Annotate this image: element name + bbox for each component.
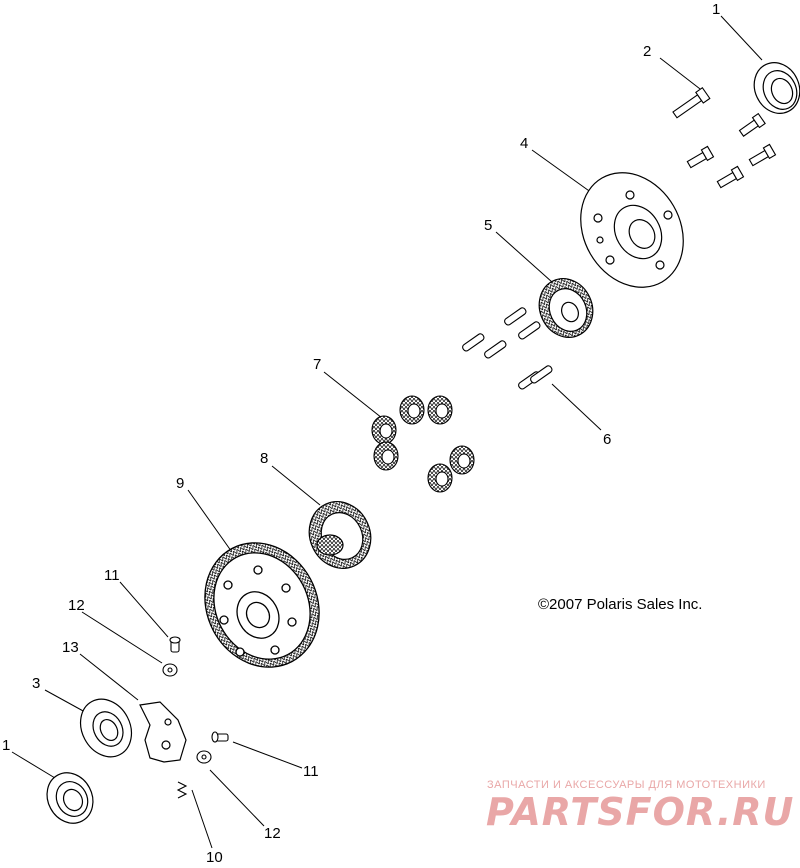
seal-1-bottom [46, 772, 94, 824]
gear-5 [538, 278, 594, 338]
seal-1-top [753, 62, 800, 114]
callout-11-right: 11 [303, 763, 319, 780]
washer-12-left [162, 663, 178, 677]
callout-11-left: 11 [104, 567, 120, 584]
callout-1-bottom: 1 [2, 737, 11, 754]
leader-lines [11, 15, 763, 849]
callout-12-left: 12 [68, 597, 85, 614]
callout-2: 2 [643, 43, 652, 60]
pins-5 [462, 307, 541, 359]
washer-12-bottom [196, 750, 212, 764]
callout-8: 8 [260, 450, 269, 467]
callout-9: 9 [176, 475, 185, 492]
pins-6 [518, 365, 553, 390]
callout-13: 13 [62, 639, 79, 656]
callout-10: 10 [206, 849, 223, 866]
screw-11-right [211, 731, 229, 743]
pinion-gears-7 [371, 395, 475, 493]
ring-gear-9 [204, 542, 320, 668]
callout-6: 6 [603, 431, 612, 448]
callout-3: 3 [32, 675, 41, 692]
callout-5: 5 [484, 217, 493, 234]
watermark-logo: PARTSFOR.RU [486, 790, 795, 834]
callout-4: 4 [520, 135, 529, 152]
spring-10 [176, 781, 188, 799]
watermark-tagline: ЗАПЧАСТИ И АКСЕССУАРЫ ДЛЯ МОТОТЕХНИКИ [487, 779, 766, 791]
screw-11-left [169, 636, 181, 653]
callout-1-top: 1 [712, 1, 721, 18]
bearing-3 [79, 698, 133, 758]
side-gear-8 [308, 501, 372, 569]
bolts-2 [672, 87, 777, 189]
callout-7: 7 [313, 356, 322, 373]
callout-12-bottom: 12 [264, 825, 281, 842]
bracket-13 [139, 701, 187, 763]
housing-4 [580, 172, 684, 288]
copyright-notice: ©2007 Polaris Sales Inc. [538, 596, 703, 613]
